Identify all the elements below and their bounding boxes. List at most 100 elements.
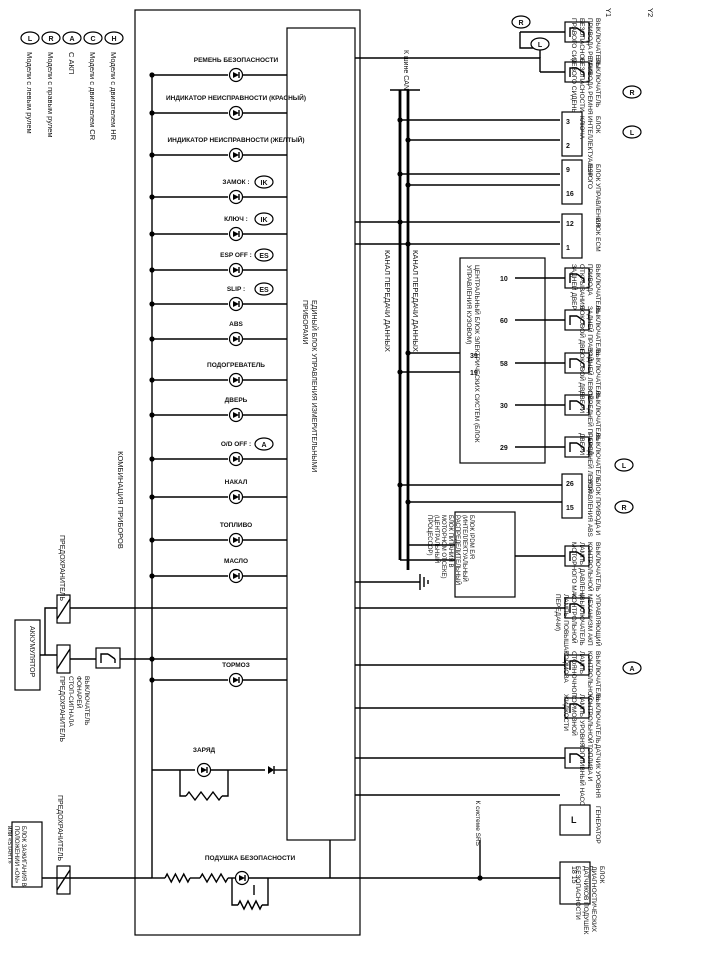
component-label-1: ВЫКЛЮЧАТЕЛЬПРИВОДА РЕМНЯБЕЗОПАСНОСТИЛЕВО…: [570, 58, 601, 118]
srs-note: К системе SRS: [474, 801, 481, 847]
bcm-dot-h: [397, 369, 403, 375]
airbag-par-2: [262, 878, 269, 906]
power-supply: БЛОК ЗАЖИГАНИЯ ВПОЛОЖЕНИИ «ON»или «START…: [6, 535, 287, 895]
module-pin-a-10: 26: [566, 481, 574, 488]
bcm-box: [459, 257, 546, 464]
indicator-label-1: ИНДИКАТОР НЕИСПРАВНОСТИ (КРАСНЫЙ): [166, 93, 306, 102]
indicator-label-6: SLIP :: [227, 286, 245, 293]
switch-box-11: [564, 545, 590, 567]
legend-symbol-0: L: [28, 36, 33, 43]
indicator-label-12: ТОПЛИВО: [220, 522, 252, 529]
bcm-out-pin-1: 60: [500, 318, 508, 325]
legend-symbol-1-ring: [41, 31, 61, 45]
legend-symbol-1: R: [48, 36, 53, 43]
indicator-tag-10-ring: [254, 437, 274, 451]
indicator-label-11: НАКАЛ: [225, 479, 248, 486]
generator-box: [559, 804, 591, 836]
module-box-2: [561, 111, 583, 157]
switch-box-5: [564, 267, 590, 289]
switch-box-14-contact: [569, 703, 577, 713]
legend-code-1: Y2: [646, 8, 655, 17]
indicator-label-5: ESP OFF :: [220, 252, 252, 259]
bcm-out-pin-4: 29: [500, 445, 508, 452]
indicator-label-4: КЛЮЧ :: [224, 216, 248, 223]
component-label-9: ВЫКЛЮЧАТЕЛЬПЕРЕДНЕЙ ЛЕВОЙДВЕРИ: [578, 433, 601, 493]
bcm-dot-l: [405, 350, 411, 356]
indicator-tag-3: IK: [261, 180, 268, 187]
fuse-ignition-mark: [56, 869, 71, 891]
module-pin-b-3: 16: [566, 191, 574, 198]
component-tag-0: R: [629, 90, 634, 97]
lamp-junction-8: [149, 377, 155, 383]
switch-box-15-lever: [576, 753, 585, 760]
indicator-lamp-10-diode: [233, 456, 239, 462]
indicator-tag-5: ES: [259, 253, 269, 260]
legend-text-2: С АКП: [67, 52, 76, 74]
component-label-5: ВЫКЛЮЧАТЕЛЬПРИВОДАОТКРЫВАНИЯЗАДНЕЙ ДВЕРИ: [570, 264, 601, 315]
meter-control-unit-label: ЕДИНЫЙ БЛОК УПРАВЛЕНИЯ ИЗМЕРИТЕЛЬНЫМИПРИ…: [301, 300, 319, 472]
component-label-13: ВЫКЛЮЧАТЕЛЬКОНТРОЛЬНОЙЛАМПЫСТОЯНОЧНОГОТО…: [562, 651, 601, 701]
component-tag-9-ring: [614, 500, 634, 514]
indicator-tag-4-ring: [254, 212, 274, 226]
switch-box-1-contact: [569, 67, 577, 77]
indicator-lamp-7-diode: [233, 336, 239, 342]
battery-label: АККУМУЛЯТОР: [28, 626, 35, 677]
component-label-3: БЛОК УПРАВЛЕНИЯESP: [586, 164, 601, 227]
ipdm-box: [454, 511, 516, 598]
indicator-lamp-1-diode: [233, 110, 239, 116]
indicator-label-3: ЗАМОК :: [222, 179, 249, 186]
belt-l-feed: [355, 57, 541, 72]
legend-text-3: Модели с двигателем CR: [88, 52, 97, 141]
indicator-tag-5-ring: [254, 248, 274, 262]
switch-box-6-contact: [569, 315, 577, 325]
ipdm-label: БЛОК IPDM E/R(ИНТЕЛЛЕКТУАЛЬНЫЙРАСПРЕДЕЛИ…: [426, 515, 474, 585]
switch-box-14-lever: [576, 703, 585, 710]
srs-unit-pins: 18 15: [570, 866, 577, 884]
switch-box-5-contact: [569, 273, 577, 283]
switch-box-12-lever: [576, 603, 585, 610]
switch-box-13-lever: [576, 660, 585, 667]
indicator-label-9: ДВЕРЬ: [225, 397, 248, 404]
can-label-top: К шине CAN: [402, 50, 409, 90]
component-label-4: БЛОК ECM: [594, 218, 601, 252]
indicator-tag-4: IK: [261, 217, 268, 224]
lamp-junction-14: [149, 677, 155, 683]
lamp-junction-12: [149, 537, 155, 543]
indicator-lamp-14-diode: [233, 677, 239, 683]
charge-bypass: [179, 770, 186, 797]
component-label-16: ГЕНЕРАТОР: [594, 806, 601, 844]
belt-l-tag: L: [538, 42, 543, 49]
module-box-4: [561, 213, 583, 259]
generator-pin: L: [571, 815, 577, 825]
airbag-par-1: [231, 878, 238, 906]
switch-box-7-lever: [576, 358, 585, 365]
legend-symbol-4: H: [111, 36, 116, 43]
battery-to-fuse1: [44, 607, 57, 655]
legend-text-0: Модели с левым рулем: [25, 52, 34, 134]
lamp-junction-10: [149, 456, 155, 462]
indicator-lamp-2-diode: [233, 152, 239, 158]
bcm-pin-a: 19: [470, 370, 478, 377]
ground-symbol: [419, 574, 429, 590]
component-label-0: ВЫКЛЮЧАТЕЛЬПРИВОДА РЕМНЯБЕЗОПАСНОСТИПРАВ…: [570, 18, 601, 82]
indicator-tag-3-ring: [254, 175, 274, 189]
switch-box-9-contact: [569, 442, 577, 452]
indicator-lamp-4-diode: [233, 231, 239, 237]
switch-box-14: [564, 697, 590, 719]
fuse-battery-1-label: ПРЕДОХРАНИТЕЛЬ: [58, 535, 65, 601]
component-tag-12: A: [629, 666, 634, 673]
indicator-lamp-6-diode: [233, 301, 239, 307]
switch-box-8-contact: [569, 400, 577, 410]
lamp-junction-2: [149, 152, 155, 158]
indicator-label-0: РЕМЕНЬ БЕЗОПАСНОСТИ: [194, 57, 279, 64]
charge-lamp-diode: [201, 767, 207, 773]
lamp-junction-7: [149, 336, 155, 342]
legend-symbol-0-ring: [20, 31, 40, 45]
ignition-label: БЛОК ЗАЖИГАНИЯ ВПОЛОЖЕНИИ «ON»или «START…: [6, 826, 26, 887]
stop-lamp-switch-contact: [100, 653, 108, 663]
can-dot-h-0: [397, 117, 403, 123]
jn-1: [149, 656, 155, 662]
airbag-resistor-3: [237, 899, 263, 911]
srs-dot: [477, 875, 483, 881]
